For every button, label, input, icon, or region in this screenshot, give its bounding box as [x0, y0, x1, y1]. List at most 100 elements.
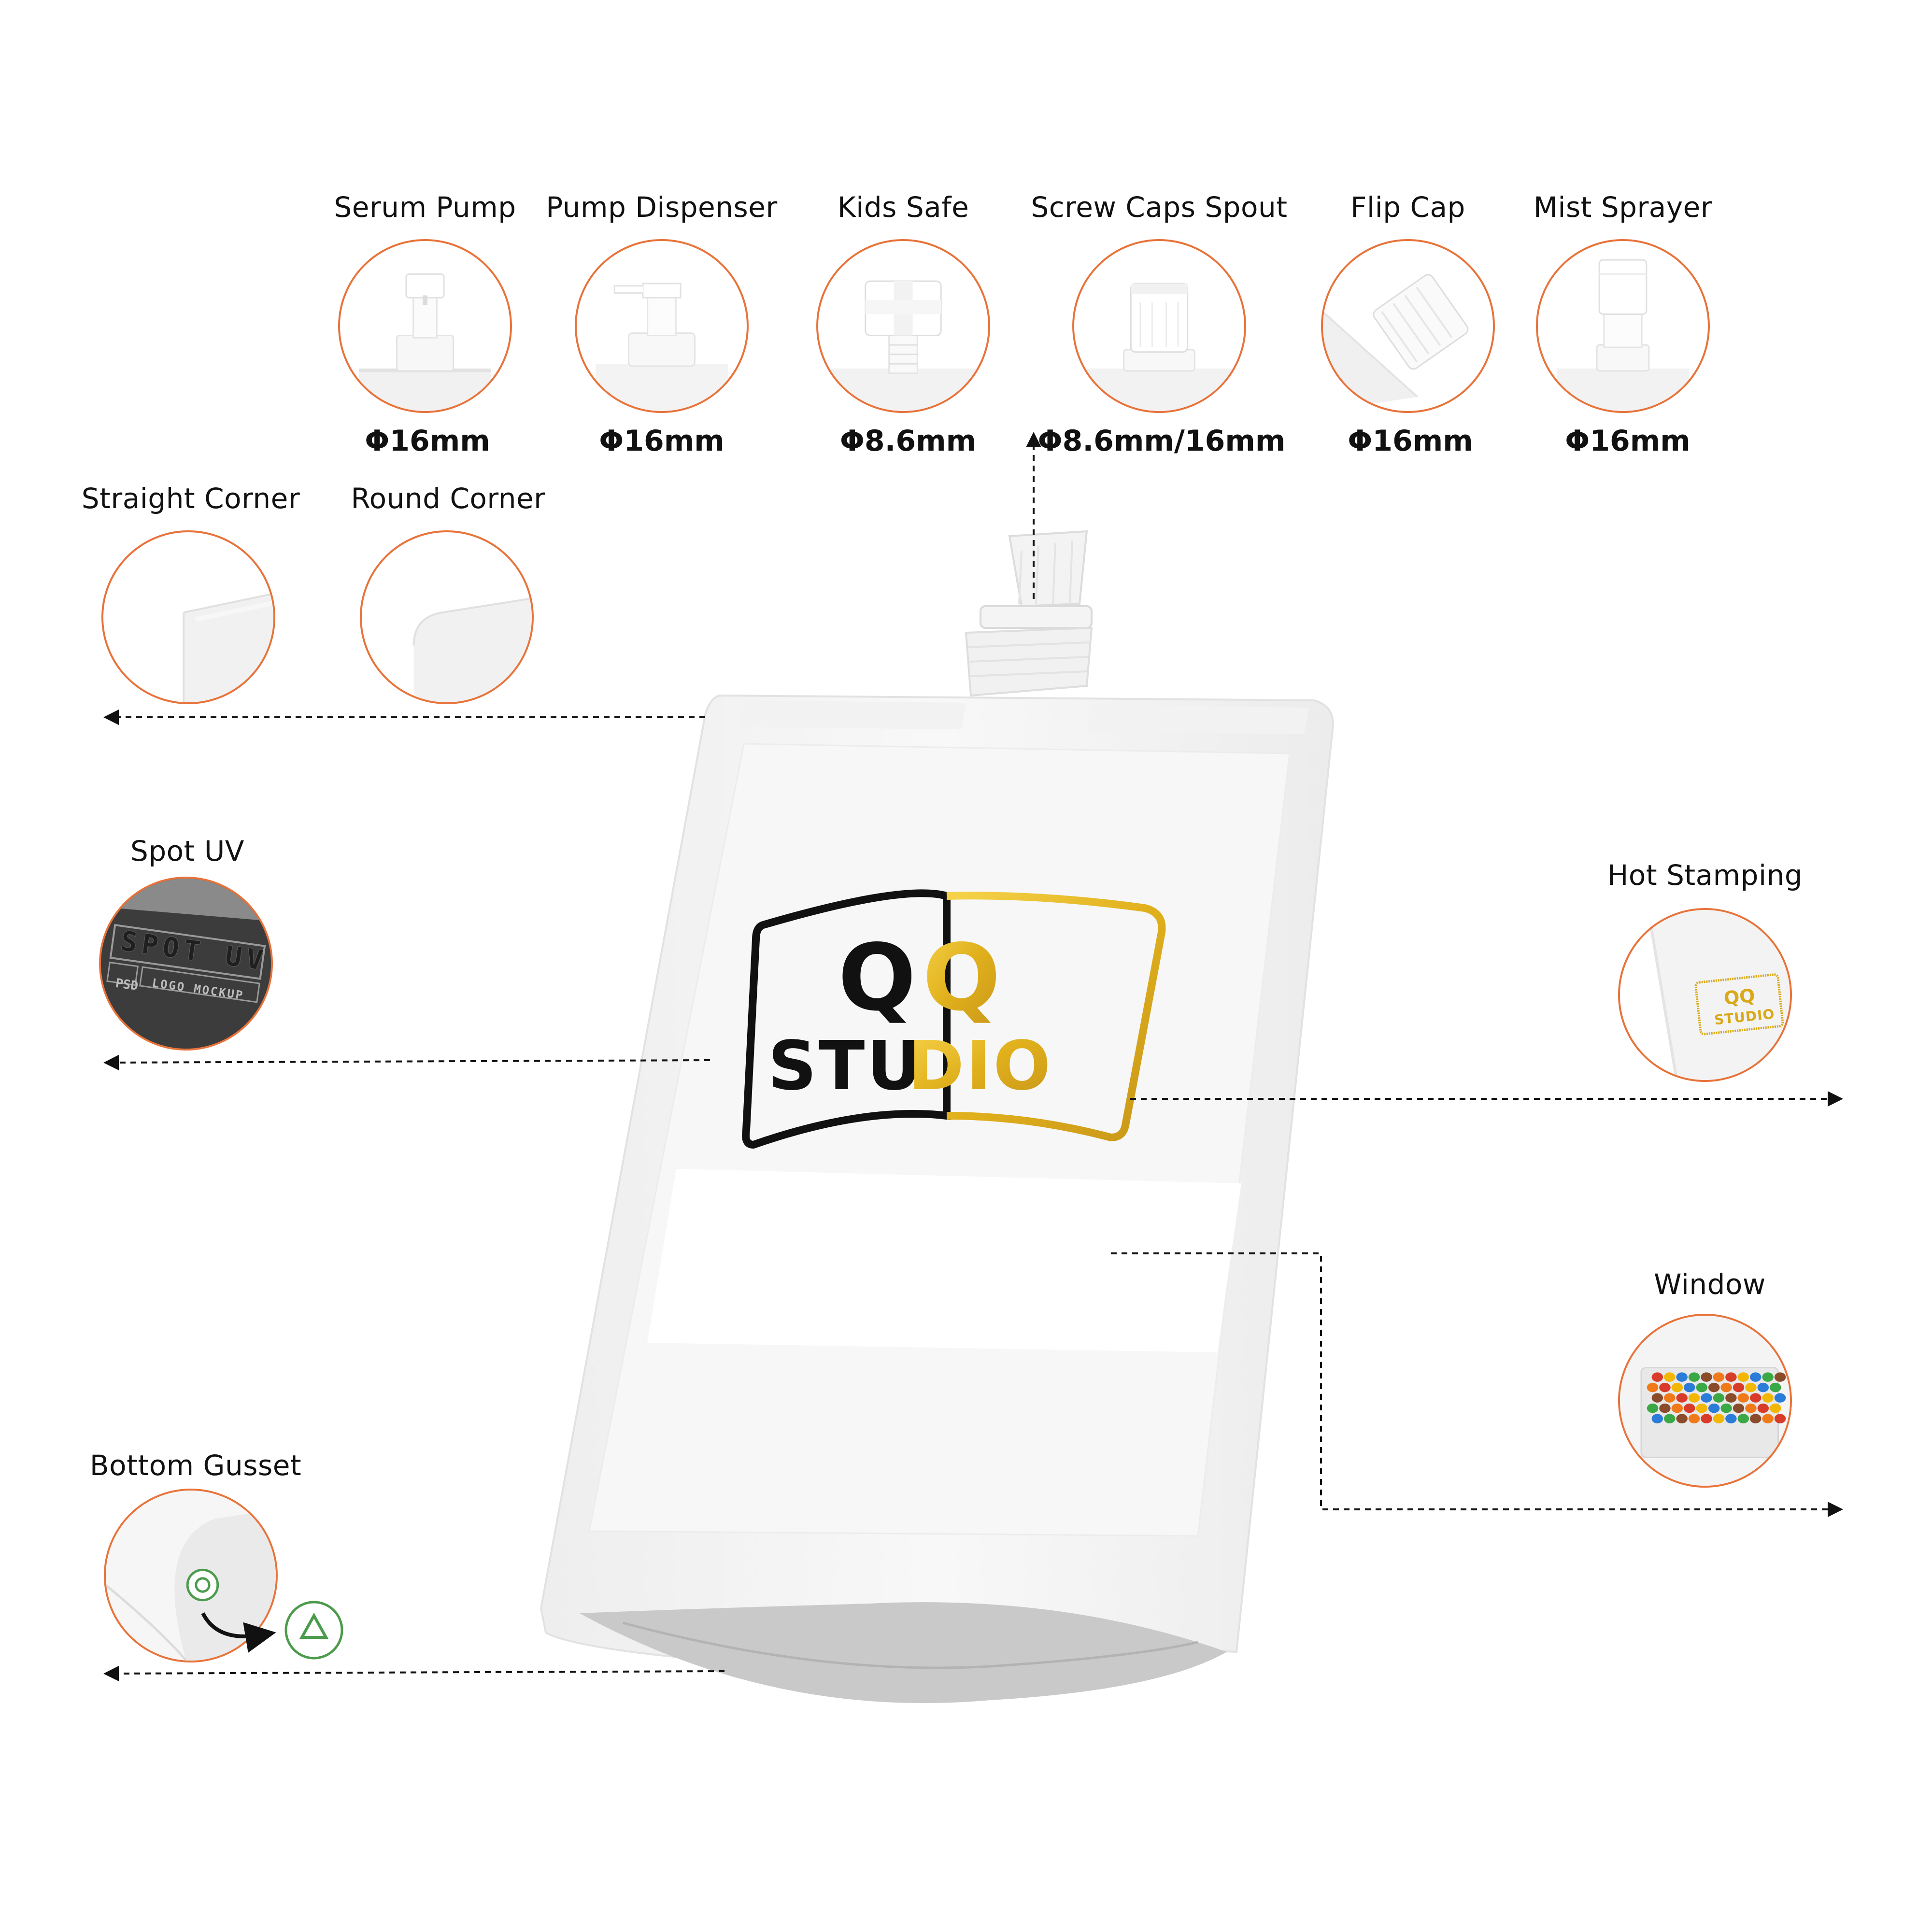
- feature-hot-stamping[interactable]: QQ STUDIO: [1618, 908, 1792, 1082]
- feature-label-bottom-gusset: Bottom Gusset: [89, 1449, 302, 1482]
- candy-piece: [1713, 1393, 1725, 1403]
- candy-piece: [1713, 1372, 1725, 1382]
- candy-piece: [1749, 1393, 1762, 1403]
- candy-piece: [1762, 1393, 1774, 1403]
- candy-piece: [1688, 1372, 1700, 1382]
- feature-window[interactable]: [1618, 1314, 1792, 1488]
- candy-piece: [1671, 1403, 1683, 1413]
- candy-piece: [1745, 1403, 1757, 1413]
- candy-piece: [1684, 1403, 1695, 1413]
- closure-label-screw-caps-spout: Screw Caps Spout: [1031, 191, 1288, 224]
- feature-label-spot-uv: Spot UV: [130, 835, 244, 867]
- candy-piece: [1737, 1393, 1749, 1403]
- candy-piece: [1725, 1393, 1737, 1403]
- candy-piece: [1708, 1403, 1720, 1413]
- pouch-logo-q-gold: Q: [923, 924, 1001, 1031]
- pump-dispenser-icon: [596, 283, 728, 411]
- pouch-body: [540, 694, 1335, 1704]
- candy-piece: [1774, 1372, 1786, 1382]
- candy-piece: [1701, 1372, 1712, 1382]
- candy-piece: [1701, 1393, 1712, 1403]
- candy-piece: [1770, 1382, 1781, 1392]
- round-corner-icon: [412, 597, 532, 702]
- corner-round[interactable]: [360, 530, 534, 704]
- spot-uv-text-psd: PSD: [114, 976, 139, 994]
- closure-label-kids-safe: Kids Safe: [837, 191, 969, 224]
- feature-label-hot-stamping: Hot Stamping: [1607, 859, 1803, 892]
- closure-kids-safe[interactable]: [816, 239, 990, 413]
- pouch-logo: Q Q STU DIO: [742, 889, 1166, 1149]
- candy-piece: [1676, 1372, 1688, 1382]
- closure-flip-cap[interactable]: [1321, 239, 1495, 413]
- candy-piece: [1659, 1382, 1671, 1392]
- candy-piece: [1651, 1372, 1663, 1382]
- pouch-spout: [965, 530, 1093, 697]
- closure-pump-dispenser[interactable]: [575, 239, 749, 413]
- candy-piece: [1664, 1372, 1676, 1382]
- candy-piece: [1647, 1403, 1659, 1413]
- closure-size-serum-pump: Φ16mm: [365, 424, 490, 458]
- closure-label-serum-pump: Serum Pump: [334, 191, 516, 224]
- candy-piece: [1757, 1382, 1769, 1392]
- candy-piece: [1696, 1382, 1707, 1392]
- candy-piece: [1745, 1382, 1757, 1392]
- candy-piece: [1664, 1414, 1676, 1423]
- flip-cap-icon: [1323, 274, 1469, 411]
- mist-sprayer-icon: [1557, 259, 1689, 411]
- closure-serum-pump[interactable]: [338, 239, 512, 413]
- candy-piece: [1708, 1382, 1720, 1392]
- closure-size-pump-dispenser: Φ16mm: [599, 424, 724, 458]
- candy-piece: [1733, 1403, 1745, 1413]
- candy-piece: [1688, 1414, 1700, 1423]
- candy-piece: [1725, 1372, 1737, 1382]
- candy-piece: [1720, 1403, 1732, 1413]
- corner-label-straight: Straight Corner: [81, 482, 300, 515]
- candy-piece: [1647, 1382, 1659, 1392]
- candy-piece: [1770, 1403, 1781, 1413]
- candy-piece: [1749, 1372, 1762, 1382]
- hot-stamping-sample-icon: [1647, 910, 1790, 1080]
- candy-piece: [1688, 1393, 1700, 1403]
- candy-piece: [1676, 1393, 1688, 1403]
- closure-mist-sprayer[interactable]: [1536, 239, 1710, 413]
- candy-piece: [1749, 1414, 1762, 1423]
- closure-size-screw-caps-spout: Φ8.6mm/16mm: [1037, 424, 1286, 458]
- closure-size-flip-cap: Φ16mm: [1348, 424, 1473, 458]
- closure-label-pump-dispenser: Pump Dispenser: [546, 191, 778, 224]
- candy-piece: [1757, 1403, 1769, 1413]
- feature-spot-uv[interactable]: SPOT UV PSD LOGO MOCKUP: [99, 877, 273, 1051]
- pouch-logo-q-black: Q: [838, 924, 916, 1031]
- bottom-gusset-sample-icon: [106, 1491, 276, 1661]
- candy-piece: [1659, 1403, 1671, 1413]
- serum-pump-icon: [359, 273, 491, 411]
- candy-piece: [1774, 1414, 1786, 1423]
- closure-size-kids-safe: Φ8.6mm: [839, 424, 977, 458]
- closure-size-mist-sprayer: Φ16mm: [1565, 424, 1690, 458]
- candy-piece: [1737, 1414, 1749, 1423]
- candy-piece: [1651, 1414, 1663, 1423]
- candy-piece: [1737, 1372, 1749, 1382]
- candy-piece: [1701, 1414, 1712, 1423]
- straight-corner-icon: [183, 593, 273, 702]
- feature-bottom-gusset[interactable]: [104, 1489, 278, 1662]
- candy-piece: [1762, 1372, 1774, 1382]
- closure-screw-caps-spout[interactable]: [1072, 239, 1246, 413]
- pouch-logo-studio: STU: [768, 1027, 923, 1106]
- candy-piece: [1733, 1382, 1745, 1392]
- closure-label-flip-cap: Flip Cap: [1350, 191, 1465, 224]
- candy-piece: [1762, 1414, 1774, 1423]
- spot-uv-sample-icon: [101, 879, 271, 1049]
- corner-straight[interactable]: [101, 530, 275, 704]
- corner-label-round: Round Corner: [351, 482, 546, 515]
- arrow-spot-uv: [103, 1054, 710, 1070]
- recycle-icon: [284, 1601, 343, 1660]
- candy-piece: [1671, 1382, 1683, 1392]
- candy-piece: [1696, 1403, 1707, 1413]
- arrow-bottom-gusset: [103, 1665, 725, 1681]
- hot-stamping-logo-top: QQ: [1722, 984, 1756, 1009]
- candy-piece: [1774, 1393, 1786, 1403]
- candy-piece: [1713, 1414, 1725, 1423]
- candy-piece: [1651, 1393, 1663, 1403]
- screw-cap-spout-icon: [1083, 283, 1235, 411]
- closure-label-mist-sprayer: Mist Sprayer: [1533, 191, 1713, 224]
